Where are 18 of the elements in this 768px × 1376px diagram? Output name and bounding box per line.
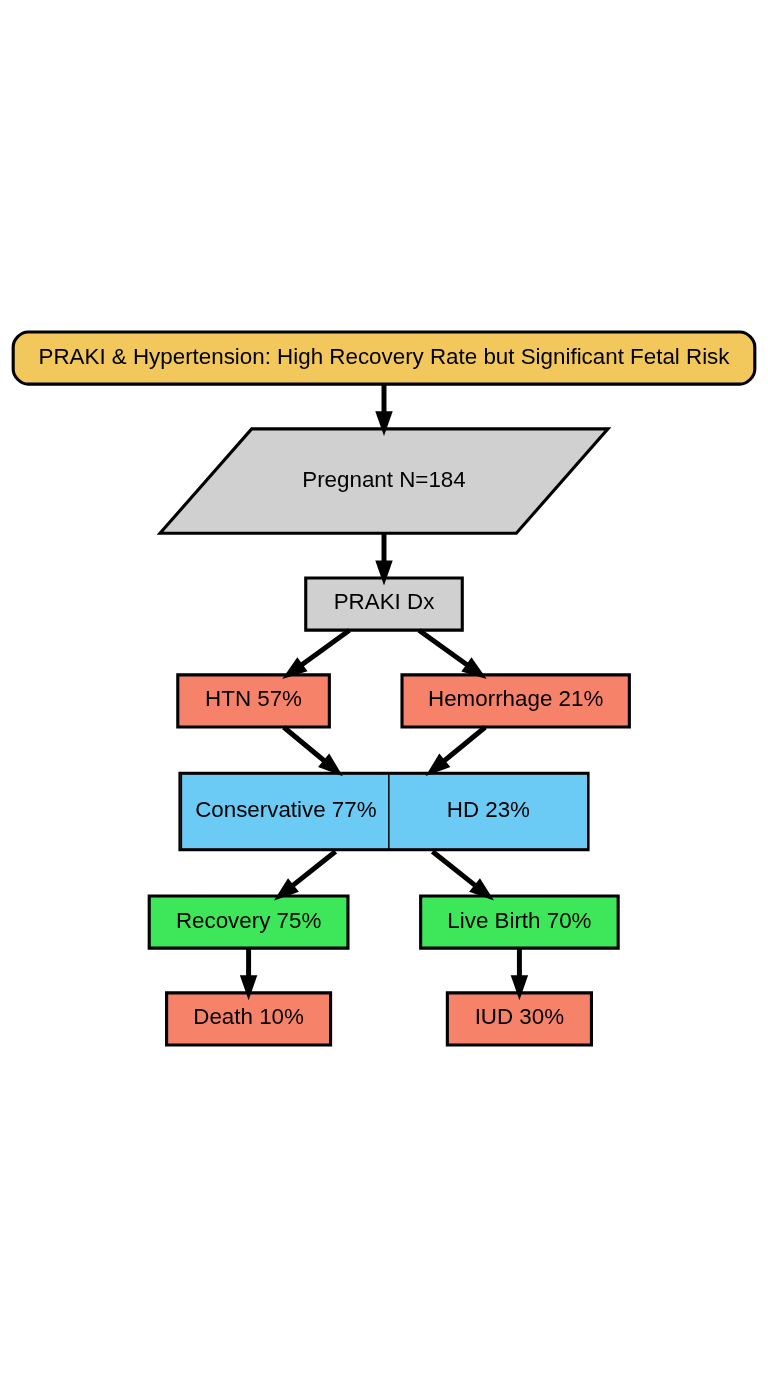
- arrow: [417, 627, 487, 679]
- node-box: PRAKI Dx: [304, 575, 464, 632]
- node-box: Hemorrhage 21%: [400, 672, 631, 729]
- arrow: [282, 627, 351, 679]
- arrow: [510, 948, 529, 1000]
- node-box: Recovery 75%: [147, 893, 350, 950]
- arrow: [274, 849, 338, 900]
- arrow: [430, 849, 494, 900]
- node-box: Live Birth 70%: [419, 893, 620, 950]
- node-box: PRAKI & Hypertension: High Recovery Rate but Significant Fetal Risk: [11, 329, 757, 386]
- arrow: [239, 948, 258, 1000]
- node-box: Death 10%: [165, 990, 333, 1047]
- arrow: [425, 724, 487, 776]
- arrow: [375, 383, 393, 436]
- arrow: [375, 532, 393, 585]
- node-box: IUD 30%: [445, 990, 593, 1047]
- node-box: HTN 57%: [176, 672, 331, 729]
- arrow: [282, 724, 343, 776]
